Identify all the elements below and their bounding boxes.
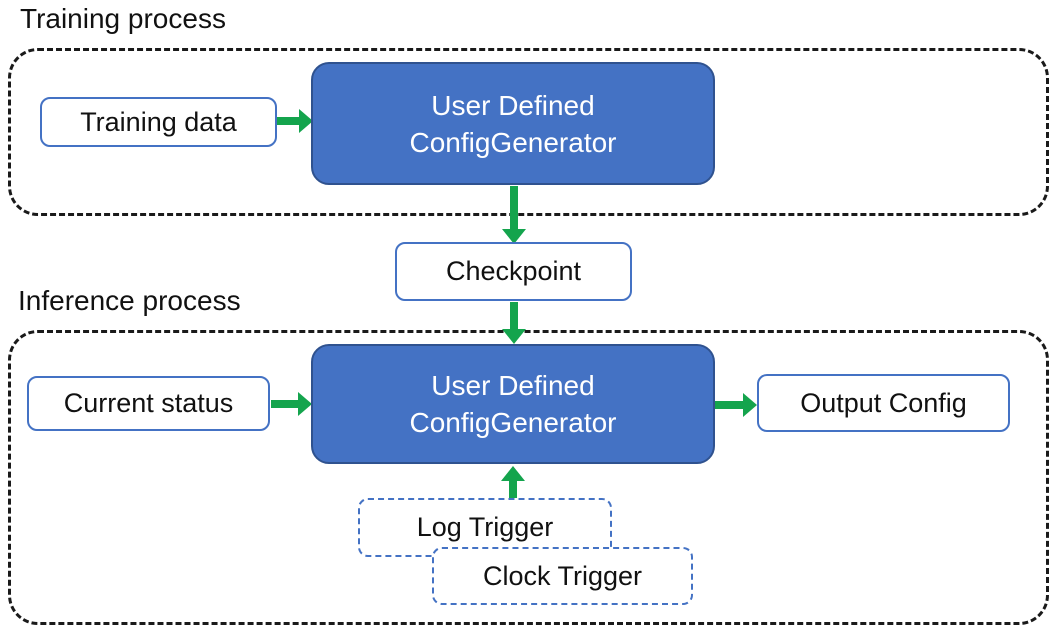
- clock-trigger-label: Clock Trigger: [482, 560, 643, 591]
- inference-process-container: [8, 330, 1049, 625]
- inference-generator-line1: User Defined: [431, 370, 595, 401]
- training-generator-line2: ConfigGenerator: [409, 126, 617, 158]
- current-status-box: Current status: [27, 376, 270, 431]
- training-data-to-generator-arrow: [277, 109, 313, 133]
- triggers-to-generator-arrow: [501, 466, 525, 498]
- generator-to-output-arrow: [715, 393, 757, 417]
- current-status-label: Current status: [63, 388, 234, 418]
- output-config-box: Output Config: [757, 374, 1010, 432]
- output-config-label: Output Config: [800, 387, 967, 418]
- log-trigger-label: Log Trigger: [416, 512, 554, 542]
- inference-process-label: Inference process: [18, 285, 241, 316]
- checkpoint-to-generator-arrow: [502, 302, 526, 344]
- checkpoint-label: Checkpoint: [445, 256, 582, 286]
- generator-to-checkpoint-arrow: [502, 186, 526, 244]
- current-status-to-generator-arrow: [271, 392, 312, 416]
- inference-config-generator-box: User Defined ConfigGenerator: [311, 344, 715, 464]
- training-process-container: [8, 48, 1049, 216]
- training-config-generator-box: User Defined ConfigGenerator: [311, 62, 715, 185]
- training-generator-line1: User Defined: [431, 89, 595, 121]
- training-process-label: Training process: [20, 3, 226, 34]
- inference-generator-line2: ConfigGenerator: [409, 407, 617, 438]
- training-data-box: Training data: [40, 97, 277, 147]
- clock-trigger-box: Clock Trigger: [432, 547, 693, 605]
- training-data-label: Training data: [80, 106, 237, 137]
- checkpoint-box: Checkpoint: [395, 242, 632, 301]
